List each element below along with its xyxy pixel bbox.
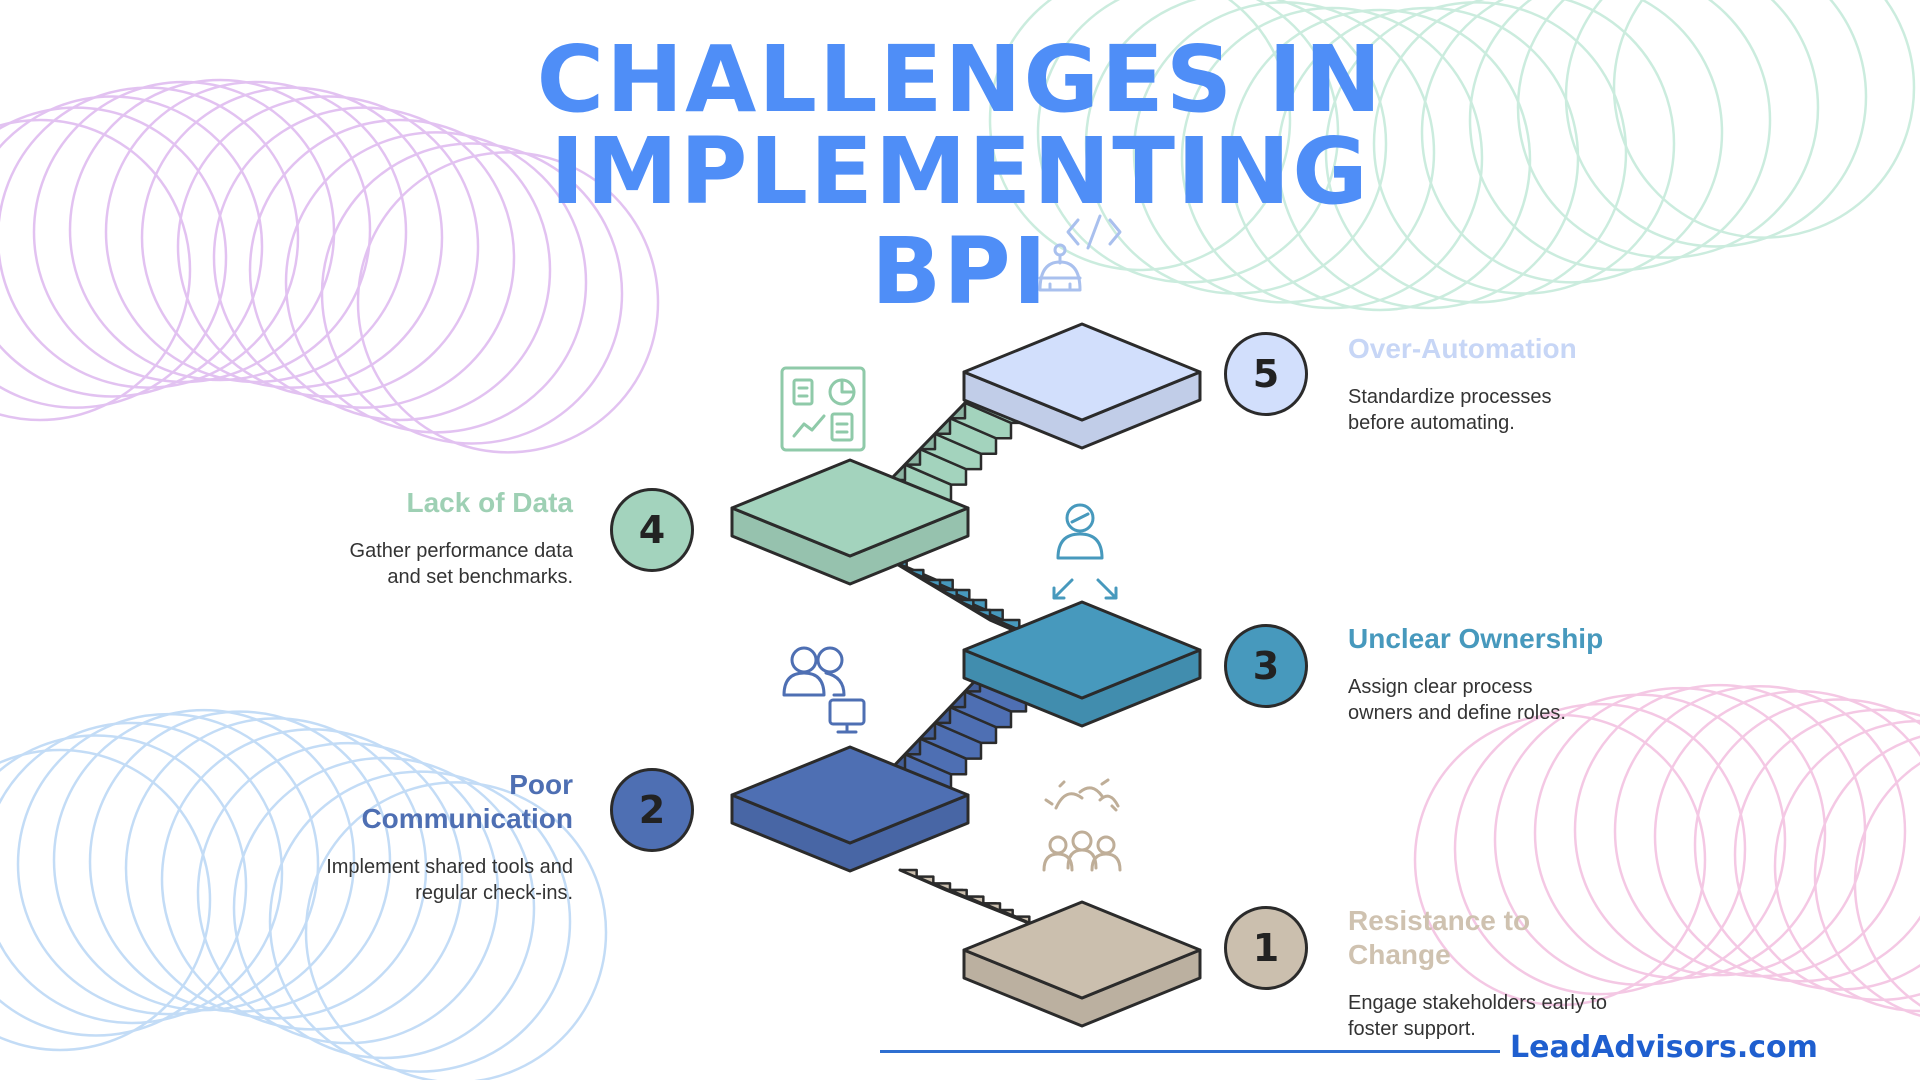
decorative-ring	[1853, 761, 1920, 1007]
platform-top	[730, 458, 970, 558]
step-number-badge: 4	[610, 488, 694, 572]
decorative-ring	[16, 712, 320, 1016]
decorative-ring	[1733, 708, 1920, 1002]
step-number-badge: 5	[1224, 332, 1308, 416]
decorative-ring	[160, 728, 464, 1031]
step-description: Gather performance data and set benchmar…	[349, 540, 573, 588]
decorative-ring	[1813, 735, 1920, 1017]
decorative-ring	[0, 721, 284, 1025]
process-owner-icon	[1052, 503, 1118, 600]
decorative-ring	[1612, 0, 1916, 239]
platform-top	[962, 900, 1202, 1000]
step-number-badge: 3	[1224, 624, 1308, 708]
green-ring-pattern	[988, 0, 1916, 312]
decorative-ring	[304, 781, 608, 1080]
users-monitor-icon	[782, 646, 866, 734]
step-description: Engage stakeholders early to foster supp…	[1348, 992, 1608, 1040]
decorative-ring	[140, 86, 444, 389]
platform-top	[962, 322, 1202, 422]
staircase-diagram	[730, 322, 1202, 1028]
step-title: Lack of Data	[406, 487, 574, 518]
decorative-ring	[248, 118, 552, 422]
step-title: Resistance to Change	[1348, 905, 1531, 970]
decorative-ring	[1693, 698, 1920, 991]
celebrating-team-icon	[1042, 778, 1122, 872]
decorative-ring	[1773, 719, 1920, 1013]
step-description: Assign clear process owners and define r…	[1348, 676, 1566, 724]
decorative-ring	[1613, 684, 1907, 978]
step-title: Over-Automation	[1348, 333, 1577, 364]
decorative-ring	[68, 78, 372, 382]
stair-flight	[888, 558, 1038, 642]
robot-code-icon	[1038, 214, 1122, 292]
decorative-ring	[1413, 713, 1707, 1007]
decorative-ring	[0, 106, 228, 409]
decorative-ring	[212, 106, 516, 409]
decorative-ring	[356, 151, 660, 454]
pink-ring-pattern	[1413, 683, 1920, 1017]
step-description: Implement shared tools and regular check…	[326, 856, 573, 904]
decorative-ring	[0, 734, 248, 1037]
decorative-ring	[196, 741, 500, 1045]
step-number-badge: 1	[1224, 906, 1308, 990]
decorative-ring	[1228, 8, 1532, 312]
step-title: Poor Communication	[361, 769, 573, 834]
step-number-badge: 2	[610, 768, 694, 852]
page-title-line-2: IMPLEMENTING BPI	[550, 118, 1370, 325]
purple-ring-pattern	[0, 78, 660, 454]
decorative-ring	[52, 708, 356, 1012]
decorative-ring	[0, 86, 300, 389]
decorative-ring	[1420, 0, 1724, 284]
decorative-ring	[1180, 6, 1484, 310]
decorative-ring	[1453, 702, 1747, 996]
decorative-ring	[1653, 690, 1920, 983]
decorative-ring	[1564, 0, 1868, 248]
decorative-ring	[176, 95, 480, 398]
decorative-ring	[0, 95, 264, 398]
decorative-ring	[1468, 0, 1772, 272]
platform-top	[730, 745, 970, 845]
decorative-ring	[124, 717, 428, 1020]
decorative-ring	[0, 118, 192, 422]
dashboard-icon	[780, 366, 866, 452]
footer-brand-link[interactable]: LeadAdvisors.com	[1510, 1030, 1818, 1065]
decorative-ring	[1372, 0, 1676, 295]
decorative-ring	[104, 80, 408, 384]
decorative-ring	[284, 131, 588, 434]
stair-flight	[898, 868, 1048, 932]
decorative-ring	[0, 748, 212, 1052]
step-description: Standardize processes before automating.	[1348, 386, 1552, 434]
decorative-ring	[268, 770, 572, 1073]
platform-top	[962, 600, 1202, 700]
decorative-ring	[1516, 0, 1820, 259]
decorative-ring	[1533, 686, 1827, 980]
decorative-ring	[1036, 0, 1340, 284]
blue-ring-pattern	[0, 708, 608, 1080]
decorative-ring	[320, 142, 624, 445]
step-title: Unclear Ownership	[1348, 623, 1604, 654]
decorative-ring	[988, 0, 1292, 272]
decorative-ring	[232, 756, 536, 1060]
page-title-line-1: CHALLENGES IN	[536, 26, 1384, 133]
footer-divider	[880, 1050, 1500, 1053]
decorative-ring	[1132, 1, 1436, 304]
